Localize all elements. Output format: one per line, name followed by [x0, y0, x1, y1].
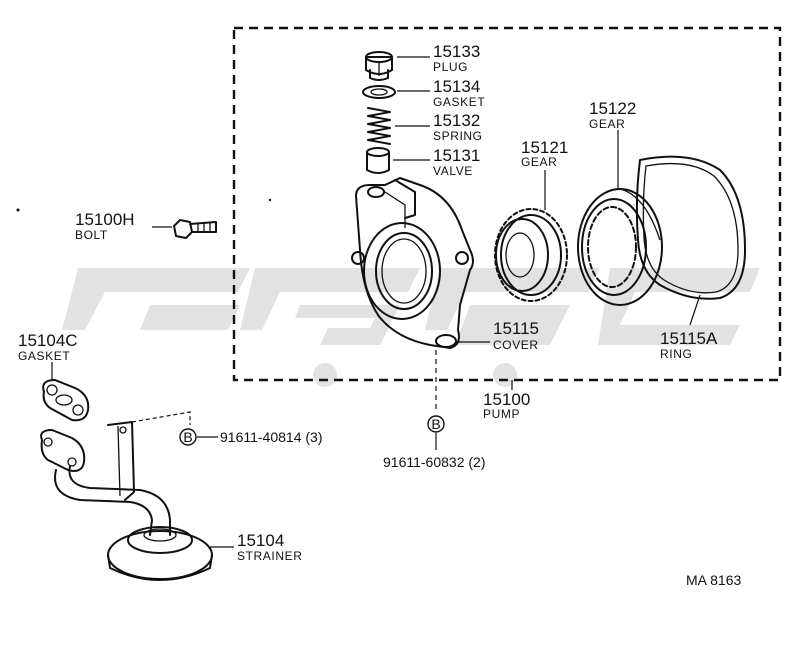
- part-number-15115A: 15115A: [660, 329, 718, 348]
- inner-gear-drawing: [494, 208, 568, 302]
- part-name-gasket-strainer: GASKET: [18, 349, 70, 363]
- part-number-15134: 15134: [433, 77, 480, 96]
- part-number-15100H: 15100H: [75, 210, 135, 229]
- part-name-strainer: STRAINER: [237, 549, 302, 563]
- gasket-small-drawing: [362, 85, 396, 99]
- plug-drawing: [365, 51, 393, 81]
- part-number-15133: 15133: [433, 42, 480, 61]
- oil-strainer-drawing: [40, 411, 213, 581]
- part-name-valve: VALVE: [433, 164, 473, 178]
- valve-drawing: [366, 147, 390, 174]
- svg-text:B: B: [431, 416, 440, 432]
- part-number-15104C: 15104C: [18, 331, 78, 350]
- part-number-15104: 15104: [237, 531, 284, 550]
- part-name-gear-outer: GEAR: [589, 117, 625, 131]
- pump-assembly-box: [232, 26, 782, 382]
- bolt-ref-marker-1: B: [179, 428, 197, 446]
- watermark-logo: [62, 268, 760, 387]
- part-number-15115: 15115: [493, 319, 539, 338]
- part-number-15122: 15122: [589, 99, 636, 118]
- diagram-code: MA 8163: [686, 572, 741, 588]
- pump-body-drawing: [351, 177, 474, 349]
- part-name-bolt: BOLT: [75, 228, 108, 242]
- part-number-15100: 15100: [483, 390, 530, 409]
- part-number-15131: 15131: [433, 146, 480, 165]
- o-ring-drawing: [635, 155, 746, 300]
- part-name-plug: PLUG: [433, 60, 468, 74]
- strainer-gasket-drawing: [42, 379, 90, 422]
- part-name-gear-inner: GEAR: [521, 155, 557, 169]
- part-name-spring: SPRING: [433, 129, 483, 143]
- bolt-ref-91611-60832: 91611-60832 (2): [383, 454, 485, 470]
- svg-text:B: B: [183, 429, 192, 445]
- spring-drawing: [367, 107, 391, 145]
- part-name-ring: RING: [660, 347, 692, 361]
- part-number-15132: 15132: [433, 111, 480, 130]
- bolt-ref-marker-2: B: [427, 415, 445, 433]
- bolt-drawing: [173, 219, 217, 239]
- part-name-pump: PUMP: [483, 407, 520, 421]
- bolt-ref-91611-40814: 91611-40814 (3): [220, 429, 322, 445]
- outer-gear-drawing: [577, 188, 663, 306]
- part-name-gasket: GASKET: [433, 95, 485, 109]
- part-number-15121: 15121: [521, 138, 568, 157]
- part-name-cover: COVER: [493, 338, 539, 352]
